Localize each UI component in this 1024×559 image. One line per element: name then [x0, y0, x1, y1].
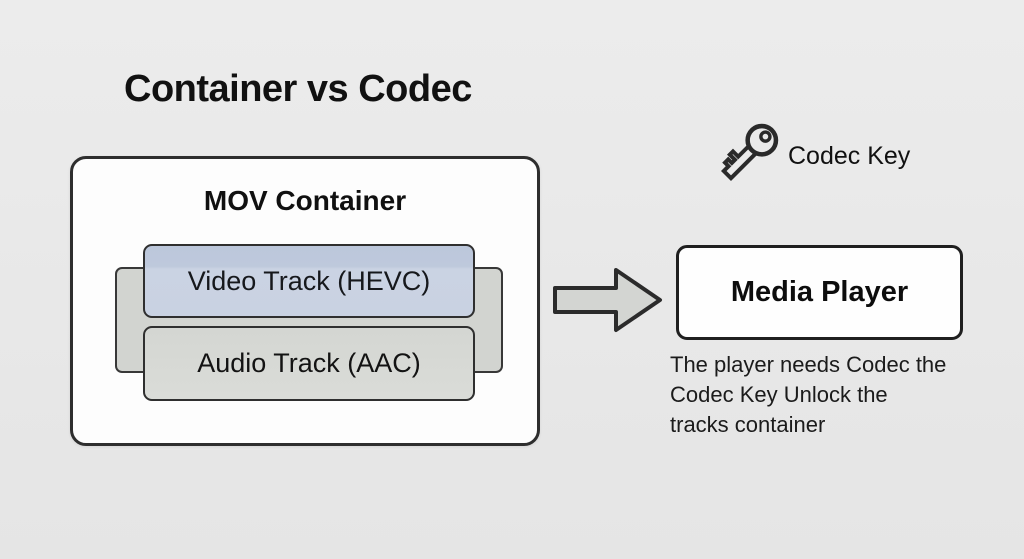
mov-container-box: MOV Container Video Track (HEVC) Audio T… [70, 156, 540, 446]
key-icon [720, 123, 779, 182]
media-player-caption: The player needs Codec the Codec Key Unl… [670, 352, 947, 437]
media-player-box: Media Player [676, 245, 963, 340]
codec-key-label: Codec Key [788, 142, 911, 170]
video-track-box: Video Track (HEVC) [143, 244, 475, 318]
media-player-title: Media Player [730, 276, 909, 308]
video-track-label: Video Track (HEVC) [187, 265, 431, 296]
audio-track-box: Audio Track (AAC) [143, 326, 475, 401]
arrow-right-icon [553, 268, 662, 332]
page-title: Container vs Codec [124, 68, 472, 110]
audio-track-label: Audio Track (AAC) [197, 348, 421, 378]
mov-container-title: MOV Container [203, 185, 407, 216]
